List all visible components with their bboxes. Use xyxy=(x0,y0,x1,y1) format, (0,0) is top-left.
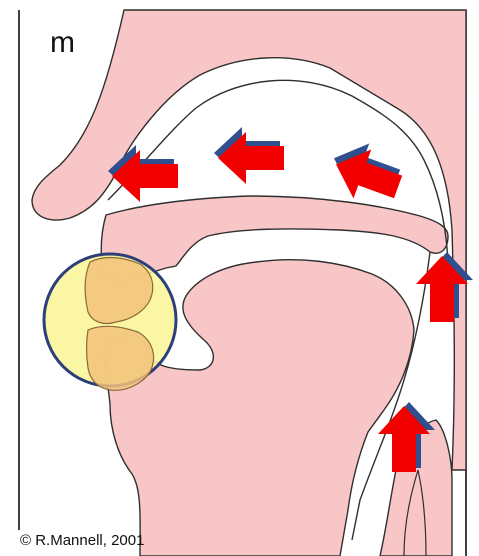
nasal-airflow-arrow-back xyxy=(323,134,408,212)
nasal-airflow-arrow-mid xyxy=(214,127,284,184)
phoneme-label: m xyxy=(50,28,75,58)
arrow-body xyxy=(218,132,284,184)
copyright-credit: © R.Mannell, 2001 xyxy=(20,533,144,548)
